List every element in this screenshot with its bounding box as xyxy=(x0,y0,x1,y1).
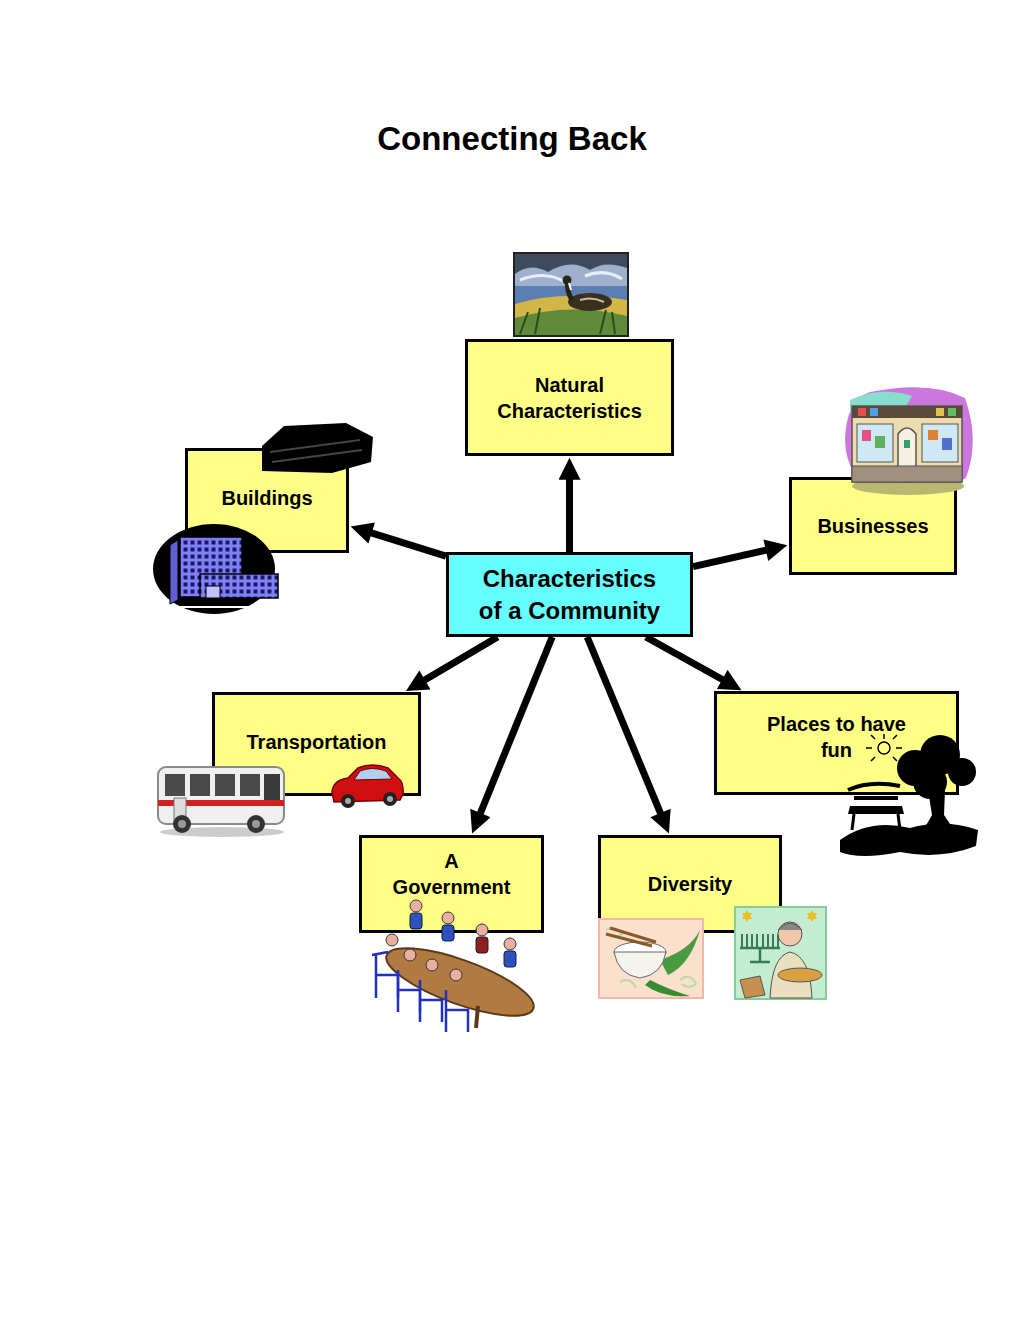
topic-box: Natural Characteristics xyxy=(465,339,674,456)
diagram-title: Connecting Back xyxy=(0,120,1024,158)
node-label: Natural Characteristics xyxy=(476,372,663,424)
topic-box: Businesses xyxy=(789,477,957,575)
node-label: Transportation xyxy=(246,729,386,755)
node-label: Characteristics of a Community xyxy=(473,563,666,625)
topic-box: Diversity xyxy=(598,835,782,933)
node-label: Places to have fun xyxy=(757,711,916,763)
connector-arrow xyxy=(368,532,446,556)
topic-box: Buildings xyxy=(185,448,349,553)
connector-arrow xyxy=(566,476,573,552)
node-label: Buildings xyxy=(221,485,312,511)
topic-box: A Government xyxy=(359,835,544,933)
connector-arrow xyxy=(479,637,552,816)
topic-box: Places to have fun xyxy=(714,691,959,795)
connector-arrow xyxy=(587,637,662,817)
hub-box: Characteristics of a Community xyxy=(446,552,693,637)
topic-box: Transportation xyxy=(212,692,421,796)
node-label: Diversity xyxy=(648,871,733,897)
connector-arrow xyxy=(646,637,726,681)
connector-arrow xyxy=(422,637,498,682)
connector-arrow xyxy=(693,549,769,566)
node-label: A Government xyxy=(384,848,519,900)
nature-picture xyxy=(514,253,628,336)
node-label: Businesses xyxy=(817,513,928,539)
